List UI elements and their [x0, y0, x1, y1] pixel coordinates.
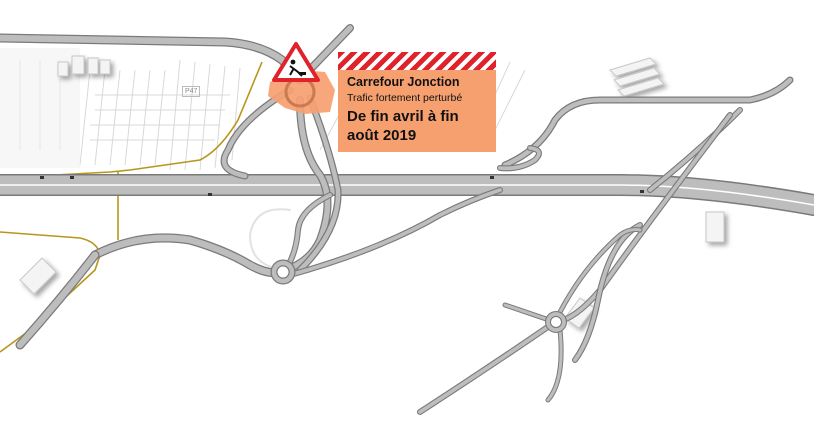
junction-ramps — [220, 86, 342, 274]
roundabouts — [270, 259, 567, 333]
notice-panel: Carrefour Jonction Trafic fortement pert… — [338, 70, 496, 152]
notice-period: De fin avril à fin août 2019 — [347, 108, 459, 144]
highway — [0, 174, 814, 216]
buildings — [19, 55, 725, 329]
roadwork-warning-icon — [272, 42, 320, 82]
lower-collector — [15, 187, 503, 350]
notice-subtitle: Trafic fortement perturbé — [347, 92, 463, 104]
notice-title: Carrefour Jonction — [347, 75, 460, 89]
warning-stripes — [338, 52, 496, 70]
parking-label: P47 — [182, 86, 201, 97]
upper-right-roads — [497, 76, 794, 193]
road-markers — [40, 176, 644, 196]
faint-loop — [249, 208, 291, 269]
road-network — [0, 24, 814, 415]
